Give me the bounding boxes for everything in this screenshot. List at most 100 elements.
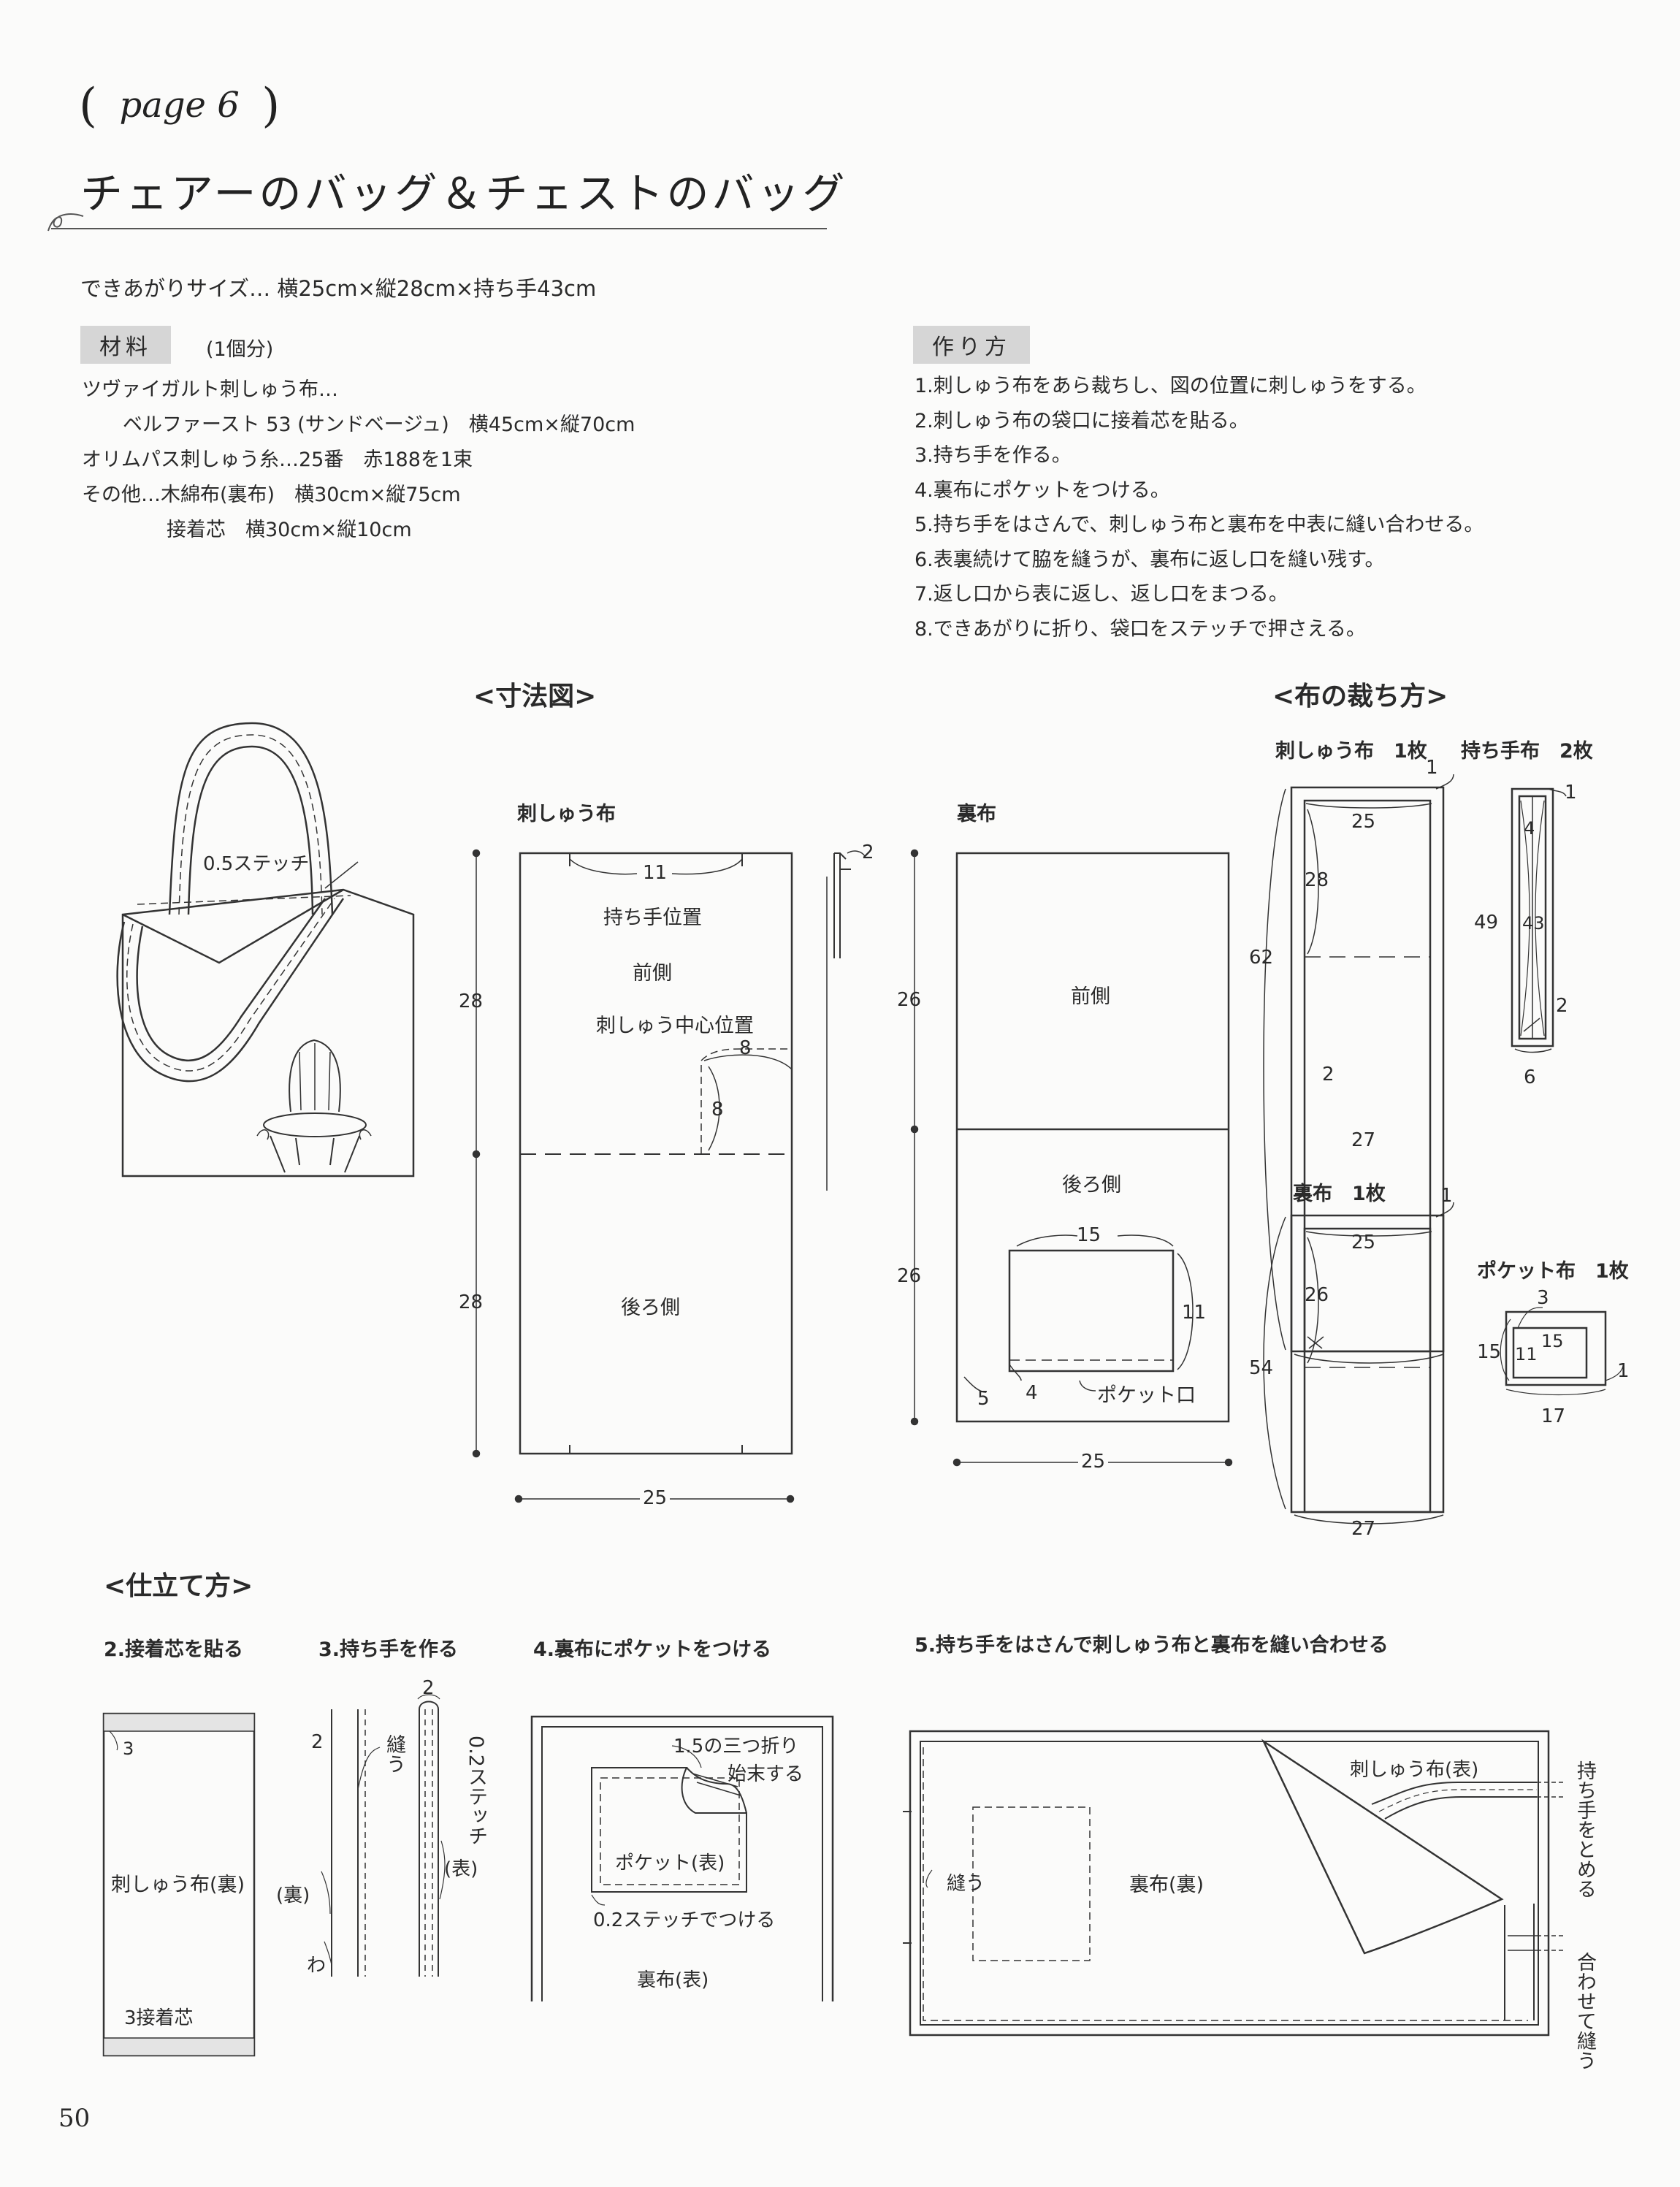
outer-back: 後ろ側	[621, 1297, 680, 1319]
step3-top-w: 2	[422, 1677, 435, 1699]
step2-bottom: 3接着芯	[124, 2007, 194, 2029]
dim-pocket-bottom: 4	[1026, 1382, 1038, 1404]
cutting-handle-drawing	[1511, 787, 1567, 1053]
cut-pocket-w: 15	[1541, 1331, 1564, 1351]
finished-size: できあがりサイズ… 横25cm×縦28cm×持ち手43cm	[80, 276, 597, 301]
instruction-step: 7.返し口から表に返し、返し口をまつる。	[915, 583, 1288, 606]
dim-fold: 2	[862, 841, 874, 863]
step4-finish: 始末する	[728, 1763, 804, 1785]
cut-handle-h: 43	[1522, 913, 1545, 934]
cut-lining-seam: 1	[1440, 1185, 1453, 1207]
cut-emb-hem: 2	[1322, 1064, 1335, 1085]
dim-h-front: 28	[459, 991, 484, 1012]
step2-title: 2.接着芯を貼る	[104, 1638, 244, 1661]
step2-center: 刺しゅう布(裏)	[111, 1874, 245, 1896]
cut-emb-seam: 1	[1426, 757, 1438, 779]
step3-title: 3.持ち手を作る	[318, 1638, 459, 1661]
cutting-emb-drawing	[1263, 774, 1454, 1364]
cutting-heading: <布の裁ち方>	[1272, 682, 1448, 711]
instruction-step: 1.刺しゅう布をあら裁ちし、図の位置に刺しゅうをする。	[915, 375, 1427, 397]
cutting-lining-drawing	[1263, 1202, 1454, 1524]
materials-list: ツヴァイガルト刺しゅう布… ベルファースト 53 (サンドベージュ) 横45cm…	[82, 373, 635, 548]
cut-pocket-w-total: 17	[1541, 1405, 1566, 1427]
dim-emb-w: 8	[739, 1037, 752, 1059]
step4-attach: 0.2ステッチでつける	[593, 1909, 776, 1931]
title-rule	[51, 228, 827, 229]
cut-pocket-hem: 3	[1537, 1287, 1549, 1309]
assembly-heading: <仕立て方>	[104, 1571, 253, 1601]
step5-sew-together: 合わせて縫う	[1573, 1952, 1596, 2070]
instructions-label: 作り方	[913, 326, 1030, 364]
dim-pocket-w: 15	[1077, 1224, 1101, 1246]
material-line: ツヴァイガルト刺しゅう布…	[82, 378, 338, 401]
material-line: ベルファースト 53 (サンドベージュ) 横45cm×縦70cm	[123, 413, 635, 436]
page-reference: ( page 6 )	[79, 79, 280, 133]
cut-pocket-label: ポケット布 1枚	[1477, 1260, 1629, 1283]
cut-lining-label: 裏布 1枚	[1293, 1183, 1386, 1205]
dim-top-gap: 11	[643, 862, 668, 884]
cut-pocket-h: 11	[1515, 1344, 1538, 1365]
materials-label: 材料	[80, 326, 171, 364]
page-title: チェアーのバッグ＆チェストのバッグ	[80, 169, 848, 218]
step4-lining: 裏布(表)	[637, 1969, 709, 1991]
step3-drawing	[321, 1694, 446, 1977]
dim-lining-back: 26	[897, 1265, 922, 1287]
step3-fold-w: 2	[311, 1731, 324, 1753]
handle-position: 持ち手位置	[603, 907, 702, 929]
step2-top: 3	[123, 1738, 134, 1759]
instruction-step: 2.刺しゅう布の袋口に接着芯を貼る。	[915, 409, 1249, 432]
cut-pocket-seam: 1	[1617, 1360, 1630, 1382]
step2-drawing	[102, 1712, 256, 2057]
dim-lining-width: 25	[1078, 1451, 1109, 1473]
lining-label: 裏布	[957, 803, 996, 825]
step4-pocket: ポケット(表)	[615, 1852, 725, 1874]
lining-back: 後ろ側	[1062, 1174, 1121, 1196]
cut-emb-label: 刺しゅう布 1枚	[1275, 740, 1427, 763]
step5-title: 5.持ち手をはさんで刺しゅう布と裏布を縫い合わせる	[915, 1634, 1389, 1657]
dim-pocket-h: 11	[1182, 1302, 1207, 1324]
cut-lining-w: 25	[1351, 1232, 1376, 1253]
cut-lining-h-half: 26	[1305, 1284, 1329, 1306]
step4-fold-note: 1.5の三つ折り	[673, 1736, 799, 1757]
dimension-heading: <寸法図>	[473, 682, 597, 711]
cut-emb-h-half: 28	[1305, 869, 1329, 891]
cut-lining-h-total: 54	[1249, 1357, 1274, 1379]
stitch-leader	[324, 861, 359, 889]
dim-width: 25	[640, 1487, 671, 1509]
step4-title: 4.裏布にポケットをつける	[533, 1638, 772, 1661]
cut-handle-h-total: 49	[1474, 912, 1499, 934]
step5-sew: 縫う	[947, 1873, 985, 1895]
cut-lining-w-total: 27	[1351, 1518, 1376, 1540]
materials-qty: (1個分)	[206, 338, 274, 361]
stitch-label: 0.5ステッチ	[203, 853, 310, 875]
instruction-step: 4.裏布にポケットをつける。	[915, 478, 1170, 502]
step3-sew: 縫う	[383, 1734, 405, 1774]
cut-handle-label: 持ち手布 2枚	[1461, 740, 1593, 763]
dim-pocket-left: 5	[977, 1388, 990, 1410]
step3-wa: わ	[307, 1955, 327, 1977]
material-line: 接着芯 横30cm×縦10cm	[167, 519, 412, 541]
cut-emb-w-total: 27	[1351, 1129, 1376, 1151]
cut-emb-w: 25	[1351, 811, 1376, 833]
pocket-mouth: ポケット口	[1097, 1384, 1196, 1407]
material-line: オリムパス刺しゅう糸…25番 赤188を1束	[82, 449, 473, 471]
decorative-curl-icon	[47, 213, 84, 232]
dim-h-back: 28	[459, 1291, 484, 1313]
dim-emb-h: 8	[711, 1099, 724, 1121]
bag-illustration	[116, 722, 415, 1178]
step5-handle-note: 持ち手をとめる	[1573, 1760, 1596, 1898]
lining-front: 前側	[1071, 985, 1110, 1008]
cutting-pocket-drawing	[1500, 1307, 1624, 1396]
step5-drawing	[903, 1730, 1563, 2037]
cut-pocket-h-total: 15	[1477, 1341, 1502, 1363]
instruction-step: 3.持ち手を作る。	[915, 444, 1072, 467]
page-number: 50	[58, 2104, 91, 2133]
cut-handle-seam: 1	[1565, 782, 1577, 804]
instruction-step: 8.できあがりに折り、袋口をステッチで押さえる。	[915, 617, 1366, 641]
instruction-step: 6.表裏続けて脇を縫うが、裏布に返し口を縫い残す。	[915, 548, 1385, 571]
instruction-steps: 1.刺しゅう布をあら裁ちし、図の位置に刺しゅうをする。 2.刺しゅう布の袋口に接…	[915, 369, 1484, 646]
step3-right: (表)	[444, 1858, 478, 1880]
dim-lining-front: 26	[897, 989, 922, 1011]
step3-stitch: 0.2ステッチ	[465, 1736, 487, 1846]
